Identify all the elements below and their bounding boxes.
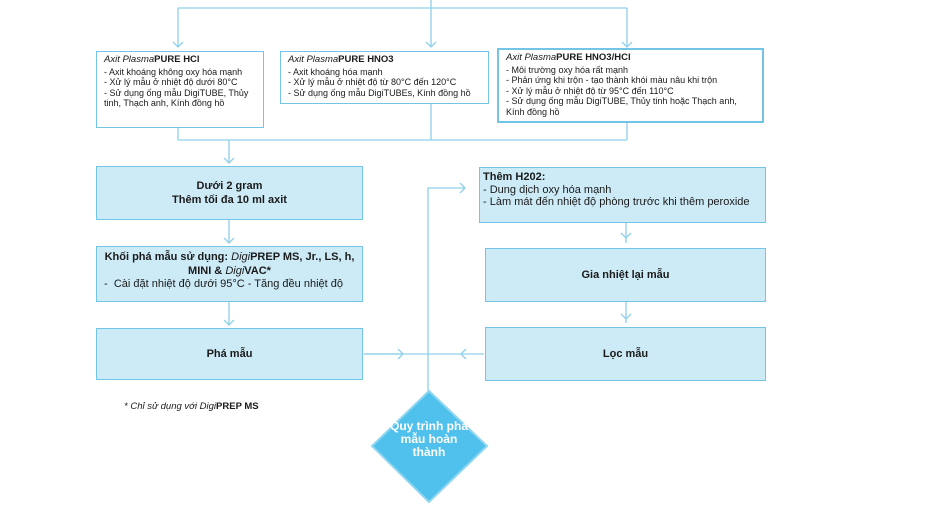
digiprep-box: Khối phá mẫu sử dụng: DigiPREP MS, Jr., …	[96, 246, 363, 302]
list-item: Sử dụng ống mẫu DigiTUBE, Thủy tinh, Thạ…	[104, 88, 256, 109]
reheat-box: Gia nhiệt lại mẫu	[485, 248, 766, 302]
list-item: Làm mát đến nhiệt độ phòng trước khi thê…	[483, 196, 762, 209]
footnote: * Chỉ sử dụng với DigiPREP MS	[124, 401, 259, 412]
list-item: Sử dụng ống mẫu DigiTUBEs, Kính đồng hồ	[288, 88, 481, 99]
arrow-icon	[459, 182, 466, 194]
reheat-label: Gia nhiệt lại mẫu	[581, 269, 670, 281]
acid-title-hno3-hcl: Axit PlasmaPURE HNO3/HCl	[506, 52, 631, 63]
acid-box-hno3-hcl: Axit PlasmaPURE HNO3/HCl Môi trường oxy …	[497, 48, 764, 123]
arrow-icon	[172, 41, 184, 48]
arrow-icon	[460, 348, 467, 360]
acid-list-hcl: Axit khoáng không oxy hóa mạnh Xử lý mẫu…	[104, 67, 256, 109]
list-item: Xử lý mẫu ở nhiệt độ từ 80°C đến 120°C	[288, 77, 481, 88]
arrow-icon	[223, 319, 235, 326]
sample-line-1: Dưới 2 gram	[196, 180, 263, 192]
list-item: Phản ứng khi trộn - tạo thành khói màu n…	[506, 75, 755, 86]
sample-box: Dưới 2 gram Thêm tối đa 10 ml axit	[96, 166, 363, 220]
list-item: Xử lý mẫu ở nhiệt độ từ 95°C đến 110°C	[506, 86, 755, 97]
acid-box-hno3: Axit PlasmaPURE HNO3 Axit khoáng hóa mạn…	[280, 51, 489, 104]
list-item: Sử dụng ống mẫu DigiTUBE, Thủy tinh hoặc…	[506, 96, 755, 117]
acid-list-hno3-hcl: Môi trường oxy hóa rất mạnh Phản ứng khi…	[506, 65, 755, 118]
arrow-icon	[620, 313, 632, 320]
list-item: Môi trường oxy hóa rất mạnh	[506, 65, 755, 76]
acid-title-hcl: Axit PlasmaPURE HCl	[104, 54, 200, 65]
sample-line-2: Thêm tối đa 10 ml axit	[172, 194, 287, 206]
arrow-icon	[223, 237, 235, 244]
digiprep-heading: Khối phá mẫu sử dụng: DigiPREP MS, Jr., …	[104, 251, 355, 277]
acid-list-hno3: Axit khoáng hóa mạnh Xử lý mẫu ở nhiệt đ…	[288, 67, 481, 99]
list-item: Axit khoáng hóa mạnh	[288, 67, 481, 78]
peroxide-box: Thêm H202: Dung dịch oxy hóa mạnh Làm má…	[479, 167, 766, 223]
acid-box-hcl: Axit PlasmaPURE HCl Axit khoáng không ox…	[96, 51, 264, 128]
peroxide-heading: Thêm H202:	[483, 171, 546, 183]
list-item: Axit khoáng không oxy hóa mạnh	[104, 67, 256, 78]
complete-diamond	[370, 389, 489, 504]
arrow-icon	[425, 41, 437, 48]
complete-label: Quy trình phá mẫu hoàn thành	[390, 419, 468, 459]
digiprep-setting: - Cài đặt nhiệt độ dưới 95°C - Tăng đều …	[101, 278, 343, 290]
digest-label: Phá mẫu	[206, 348, 253, 360]
list-item: Dung dịch oxy hóa mạnh	[483, 184, 762, 197]
arrow-icon	[621, 41, 633, 48]
digest-box: Phá mẫu	[96, 328, 363, 380]
peroxide-list: Dung dịch oxy hóa mạnh Làm mát đến nhiệt…	[483, 184, 762, 209]
filter-box: Lọc mẫu	[485, 327, 766, 381]
acid-title-hno3: Axit PlasmaPURE HNO3	[288, 54, 394, 65]
filter-label: Lọc mẫu	[602, 348, 649, 360]
arrow-icon	[620, 232, 632, 239]
arrow-icon	[223, 157, 235, 164]
arrow-icon	[397, 348, 404, 360]
list-item: Xử lý mẫu ở nhiệt độ dưới 80°C	[104, 77, 256, 88]
